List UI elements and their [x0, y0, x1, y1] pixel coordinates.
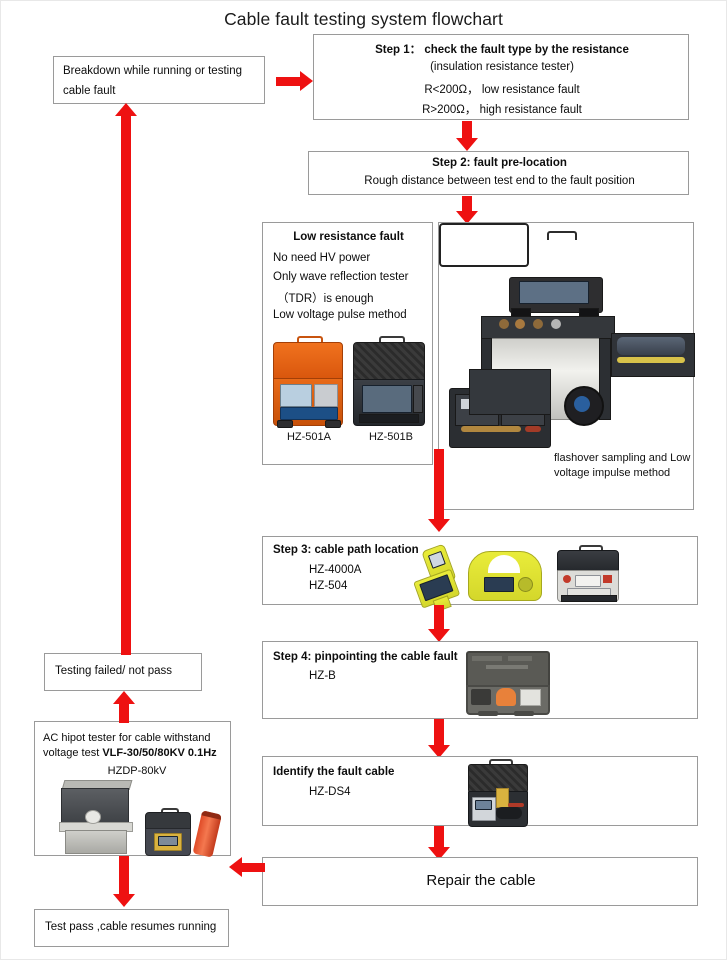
- page-title: Cable fault testing system flowchart: [224, 9, 503, 29]
- caption-hz-501b: HZ-501B: [368, 431, 414, 443]
- breakdown-line-1: Breakdown while running or testing: [63, 65, 242, 77]
- ac-hipot-line-2: voltage test VLF-30/50/80KV 0.1Hz: [43, 747, 231, 759]
- step3-model-2: HZ-504: [309, 580, 348, 592]
- step2-heading: Step 2: fault pre-location: [432, 157, 567, 169]
- caption-hz-501a: HZ-501A: [286, 431, 332, 443]
- ac-hipot-line-2-prefix: voltage test: [43, 747, 103, 759]
- equipment-vlf-controller-image: [145, 808, 191, 856]
- node-step4: Step 4: pinpointing the cable fault HZ-B: [262, 641, 698, 719]
- equipment-vlf-image: [59, 780, 139, 854]
- equipment-flashover-system-image: [439, 223, 695, 463]
- node-breakdown: Breakdown while running or testing cable…: [53, 56, 265, 104]
- step1-line-2: (insulation resistance tester): [430, 61, 574, 73]
- equipment-black-case-tester-image: [557, 545, 619, 602]
- node-step2: Step 2: fault pre-location Rough distanc…: [308, 151, 689, 195]
- step1-line-3: R<200Ω， low resistance fault: [424, 84, 580, 96]
- node-step1: Step 1： check the fault type by the resi…: [313, 34, 689, 120]
- node-testing-failed: Testing failed/ not pass: [44, 653, 202, 691]
- node-test-pass: Test pass ,cable resumes running: [34, 909, 229, 947]
- step3-model-1: HZ-4000A: [309, 564, 362, 576]
- step3-heading: Step 3: cable path location: [273, 544, 419, 556]
- arrow-testing-failed-to-breakdown: [115, 103, 137, 655]
- arrow-step4-to-identify: [428, 719, 450, 759]
- equipment-hz-b-image: [466, 647, 550, 717]
- step1-line-4: R>200Ω， high resistance fault: [422, 104, 582, 116]
- equipment-hz-504-image: [468, 551, 542, 601]
- low-resistance-line-2: Only wave reflection tester: [273, 271, 409, 283]
- low-resistance-heading: Low resistance fault: [293, 231, 404, 243]
- node-low-resistance-fault: Low resistance fault No need HV power On…: [262, 222, 433, 465]
- node-identify-fault-cable: Identify the fault cable HZ-DS4: [262, 756, 698, 827]
- arrow-breakdown-to-step1: [276, 71, 313, 91]
- repair-label: Repair the cable: [426, 872, 536, 889]
- arrow-step3-to-step4: [428, 605, 450, 643]
- step2-line-2: Rough distance between test end to the f…: [364, 175, 635, 187]
- arrow-ac-hipot-to-testing-failed: [113, 691, 135, 723]
- flashover-caption-line-2: voltage impulse method: [554, 467, 671, 479]
- identify-heading: Identify the fault cable: [273, 766, 395, 778]
- breakdown-line-2: cable fault: [63, 85, 116, 97]
- node-ac-hipot-tester: AC hipot tester for cable withstand volt…: [34, 721, 231, 859]
- low-resistance-line-1: No need HV power: [273, 252, 371, 264]
- node-flashover-panel: flashover sampling and Low voltage impul…: [438, 222, 695, 510]
- low-resistance-line-4: Low voltage pulse method: [273, 309, 407, 321]
- ac-hipot-line-1: AC hipot tester for cable withstand: [43, 732, 211, 744]
- low-resistance-line-3: （TDR）is enough: [277, 293, 374, 305]
- ac-hipot-line-3: HZDP-80kV: [107, 765, 167, 777]
- arrow-prelocation-to-step3: [428, 449, 450, 533]
- step1-heading: Step 1： check the fault type by the resi…: [375, 44, 629, 56]
- ac-hipot-line-2-emphasis: VLF-30/50/80KV 0.1Hz: [102, 747, 217, 759]
- arrow-identify-to-repair: [428, 826, 450, 861]
- arrow-ac-hipot-to-test-pass: [113, 856, 135, 908]
- step4-heading: Step 4: pinpointing the cable fault: [273, 651, 458, 663]
- identify-model-1: HZ-DS4: [309, 786, 351, 798]
- equipment-hz-ds4-image: [468, 759, 528, 827]
- node-step3: Step 3: cable path location HZ-4000A HZ-…: [262, 536, 698, 613]
- equipment-hz-501b-image: [353, 336, 425, 426]
- arrow-repair-to-ac-hipot: [229, 857, 265, 877]
- node-repair-the-cable: Repair the cable: [262, 857, 698, 906]
- step4-model-1: HZ-B: [309, 670, 336, 682]
- equipment-hz-501a-image: [273, 336, 343, 428]
- test-pass-label: Test pass ,cable resumes running: [45, 921, 217, 933]
- equipment-red-cylinder-image: [192, 810, 222, 859]
- arrow-step2-to-prelocation: [456, 196, 478, 224]
- testing-failed-label: Testing failed/ not pass: [55, 665, 172, 677]
- flashover-caption-line-1: flashover sampling and Low: [554, 452, 691, 464]
- arrow-step1-to-step2: [456, 121, 478, 151]
